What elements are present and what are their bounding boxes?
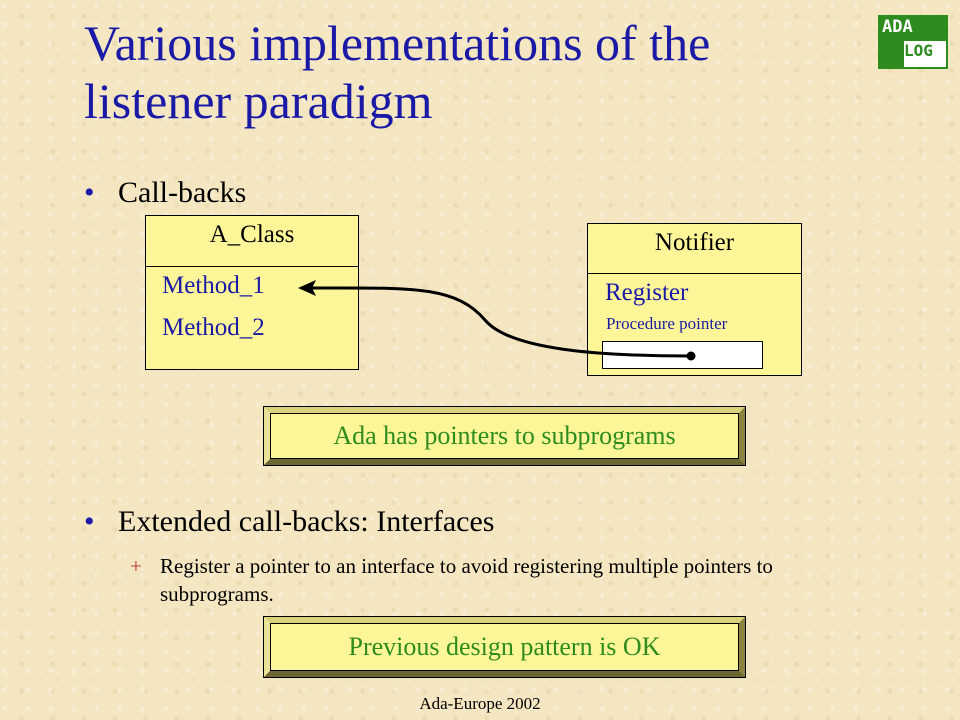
banner-design-pattern: Previous design pattern is OK: [263, 616, 746, 678]
register-label: Register: [605, 279, 689, 306]
arrowhead-icon: [298, 280, 316, 296]
sub-bullet-register-interface: + Register a pointer to an interface to …: [130, 552, 840, 608]
pointer-origin-dot: [686, 351, 696, 361]
method-2-label: Method_2: [162, 314, 265, 341]
sub-bullet-text: Register a pointer to an interface to av…: [160, 554, 773, 606]
bullet-callbacks: • Call-backs: [84, 176, 247, 210]
bullet-dot-icon: •: [84, 176, 95, 209]
ada-log-logo: ADA LOG: [878, 15, 948, 69]
bullet-extended-callbacks: • Extended call-backs: Interfaces: [84, 505, 495, 539]
banner-design-pattern-text: Previous design pattern is OK: [270, 623, 739, 671]
logo-bottom-text: LOG: [904, 41, 933, 60]
plus-marker-icon: +: [130, 554, 142, 578]
a-class-box: A_Class Method_1 Method_2: [145, 215, 359, 370]
footer: Ada-Europe 2002: [419, 694, 541, 713]
banner-pointers-text: Ada has pointers to subprograms: [270, 413, 739, 459]
method-1-label: Method_1: [162, 272, 265, 299]
title-line-2: listener paradigm: [84, 73, 433, 129]
logo-white-panel: [904, 41, 946, 67]
banner-pointers: Ada has pointers to subprograms: [263, 406, 746, 466]
procedure-pointer-label: Procedure pointer: [606, 314, 728, 333]
bullet-text: Extended call-backs: Interfaces: [118, 505, 495, 538]
title-line-1: Various implementations of the: [84, 15, 711, 71]
bullet-dot-icon: •: [84, 505, 95, 538]
a-class-title: A_Class: [146, 216, 358, 267]
logo-top-text: ADA: [882, 17, 913, 37]
bullet-text: Call-backs: [118, 176, 247, 209]
notifier-title: Notifier: [588, 224, 801, 274]
slide-title: Various implementations of the listener …: [84, 14, 844, 130]
callback-arrow-line: [311, 286, 692, 358]
